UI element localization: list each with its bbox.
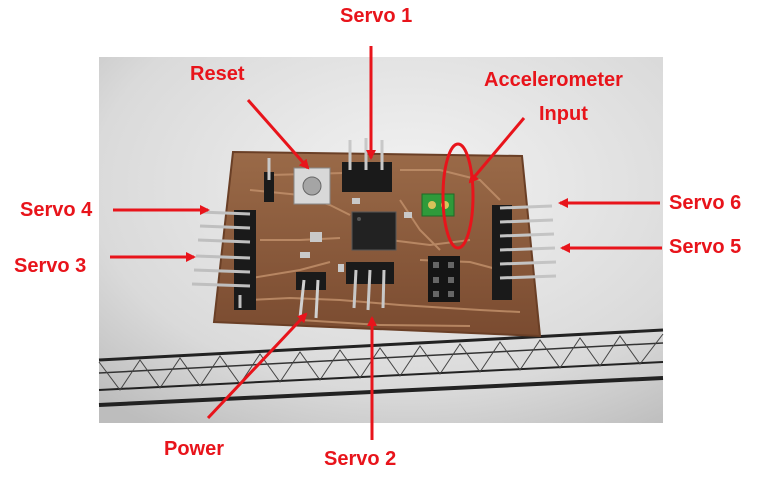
servo1-label: Servo 1 <box>340 5 413 27</box>
accelerometer-arrow <box>468 117 526 184</box>
servo5-label: Servo 5 <box>669 236 742 258</box>
annotation-arrows <box>110 46 662 440</box>
accelerometer-highlight-ellipse <box>441 142 475 250</box>
servo3-label: Servo 3 <box>14 255 87 277</box>
microcontroller-chip <box>351 211 397 251</box>
accelerometer-label-line2: Input <box>539 103 588 125</box>
reset-button-component <box>293 167 331 205</box>
power-pin-header <box>296 272 326 319</box>
smd-components <box>300 198 412 272</box>
accelerometer-connector <box>421 193 455 217</box>
top-pin-header <box>264 138 392 202</box>
bottom-right-headers <box>428 256 460 302</box>
accelerometer-label-line1: Accelerometer <box>484 69 623 91</box>
reset-arrow <box>246 99 310 170</box>
right-pin-header <box>492 204 557 300</box>
servo4-label: Servo 4 <box>20 199 93 221</box>
power-label: Power <box>164 438 225 460</box>
servo2-label: Servo 2 <box>324 448 397 470</box>
reset-label: Reset <box>190 63 245 85</box>
power-arrow <box>206 312 308 420</box>
servo6-label: Servo 6 <box>669 192 742 214</box>
bottom-pin-header <box>346 262 394 311</box>
